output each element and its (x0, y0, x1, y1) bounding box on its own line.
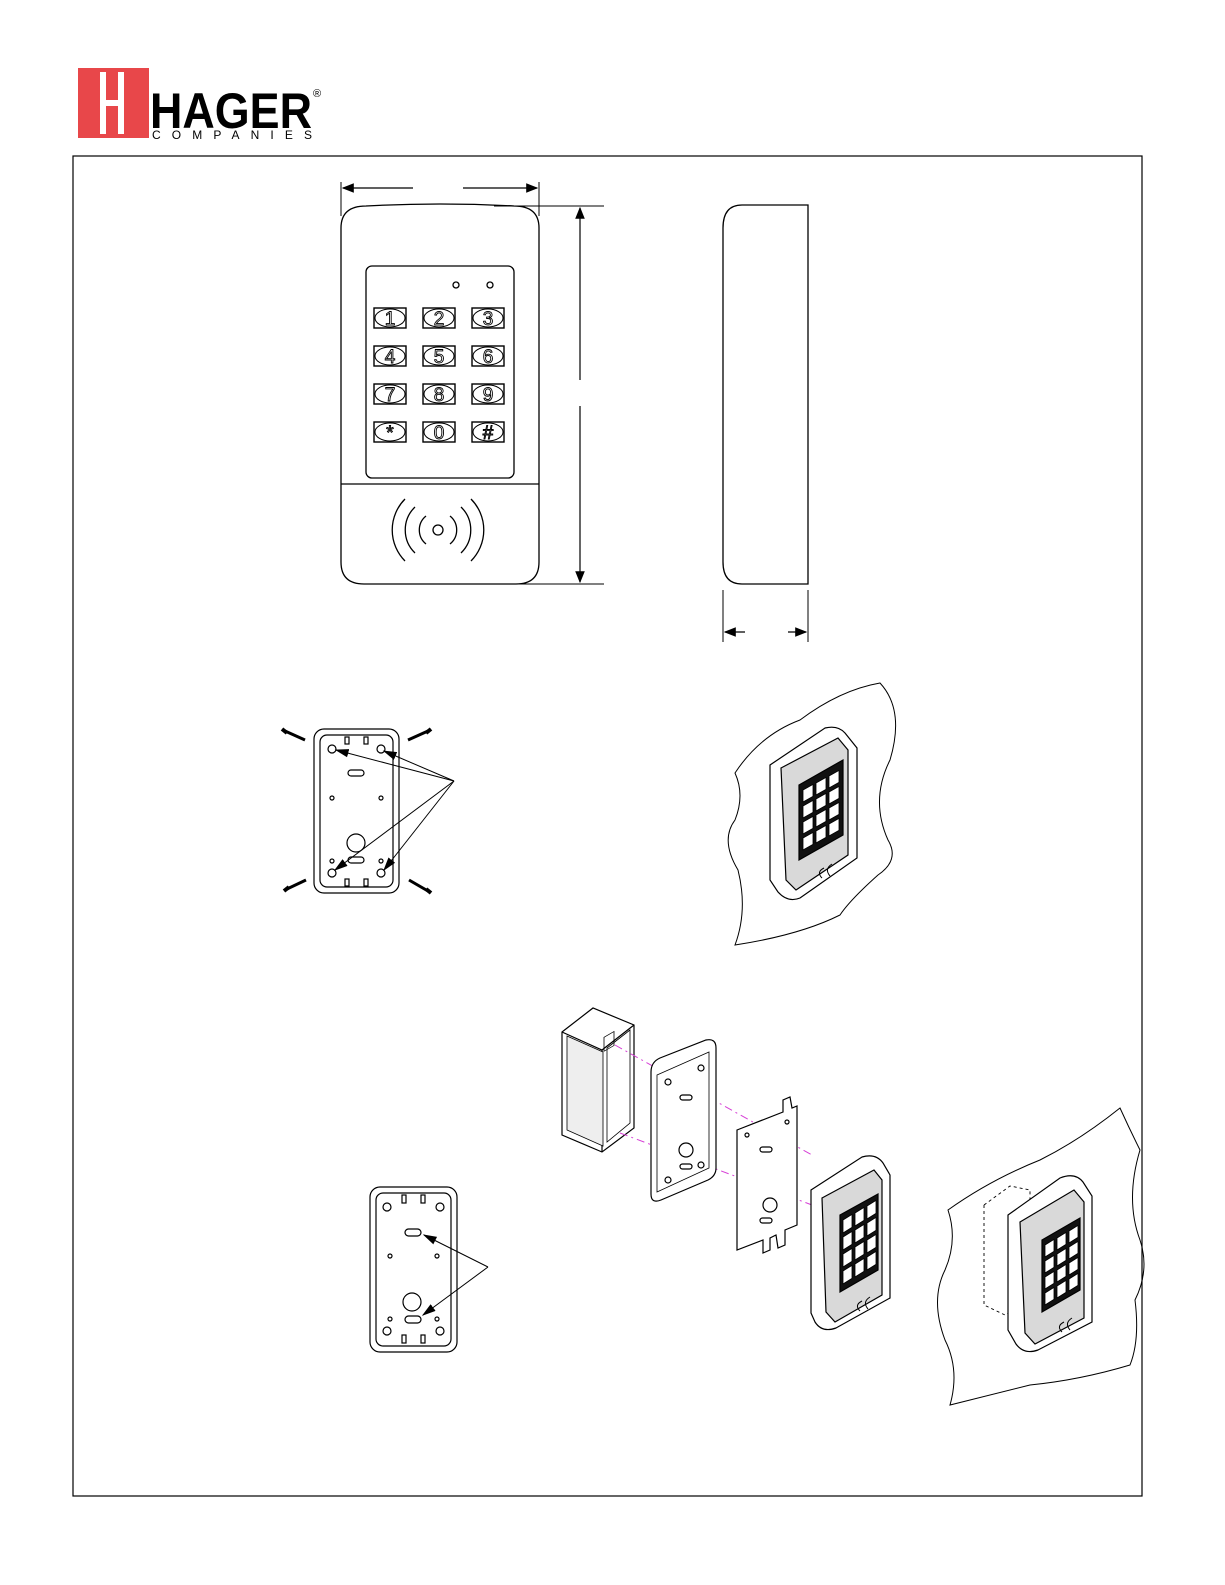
slot-icon (405, 1229, 421, 1236)
keypad-key-label: 8 (434, 385, 445, 406)
keypad-key: # (472, 422, 504, 444)
slot-icon (405, 1316, 421, 1323)
mount-hole-icon (328, 745, 336, 753)
keypad-key: 6 (472, 346, 504, 368)
logo-tagline: COMPANIES (152, 128, 312, 142)
led-left-icon (453, 282, 459, 288)
keypad-key: 2 (423, 308, 455, 330)
gang-box-installed-view (938, 1108, 1145, 1405)
keypad-key-label: 2 (434, 309, 445, 330)
keypad-key-label: * (386, 423, 394, 444)
exploded-assembly-view (562, 1008, 890, 1330)
keypad-key-label: 1 (385, 309, 396, 330)
keypad-key: 3 (472, 308, 504, 330)
keypad-key: 9 (472, 384, 504, 406)
mount-hole-icon (377, 745, 385, 753)
keypad-key: * (374, 422, 406, 444)
mount-hole-icon (377, 869, 385, 877)
keypad-key-label: 9 (483, 385, 494, 406)
screw-icon (282, 729, 305, 740)
keypad-key-label: # (483, 423, 494, 444)
keypad-key: 8 (423, 384, 455, 406)
slot-icon (348, 770, 364, 776)
keypad-key: 4 (374, 346, 406, 368)
hager-logo: HAGER ® COMPANIES (78, 68, 321, 142)
keypad-key: 0 (423, 422, 455, 444)
keypad-keys: 1 2 3 4 5 6 7 8 9 * 0 # (374, 308, 504, 444)
drawing-frame (73, 156, 1142, 1496)
side-view (723, 205, 808, 642)
surface-mount-installed-view (728, 683, 895, 945)
logo-registered-mark: ® (313, 88, 321, 100)
keypad-key: 5 (423, 346, 455, 368)
mount-hole-icon (328, 869, 336, 877)
keypad-key: 1 (374, 308, 406, 330)
keypad-key-label: 5 (434, 347, 445, 368)
screw-icon (409, 880, 431, 893)
mounting-bracket (737, 1097, 797, 1253)
gang-box (562, 1008, 634, 1152)
keypad-window (366, 266, 514, 478)
gang-box-backplate (370, 1187, 488, 1352)
wire-hole-icon (403, 1293, 421, 1311)
led-right-icon (487, 282, 493, 288)
surface-mount-backplate (282, 729, 454, 893)
backplate-exploded (651, 1040, 716, 1201)
keypad-iso-exploded (811, 1156, 890, 1330)
screw-icon (408, 729, 431, 740)
keypad-key-label: 3 (483, 309, 494, 330)
backplate-inner (320, 735, 393, 887)
rfid-symbol-icon (392, 499, 484, 561)
keypad-key-label: 4 (385, 347, 396, 368)
backplate-outer (314, 729, 399, 893)
side-profile (723, 205, 808, 584)
screw-icon (284, 880, 306, 891)
keypad-key-label: 6 (483, 347, 494, 368)
front-view: 1 2 3 4 5 6 7 8 9 * 0 # (341, 182, 604, 584)
keypad-key-label: 7 (385, 385, 396, 406)
keypad-key-label: 0 (434, 423, 445, 444)
keypad-key: 7 (374, 384, 406, 406)
